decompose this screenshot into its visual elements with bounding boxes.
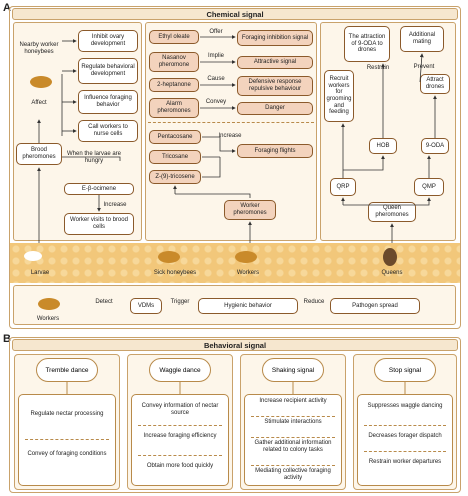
heptanone-box: 2-heptanone (149, 78, 199, 92)
increase-label-left: Increase (103, 202, 127, 208)
hob-box: HOB (369, 138, 397, 154)
waggle-item-2: Increase foraging efficiency (143, 433, 217, 439)
qrp-box: QRP (330, 178, 356, 196)
tricosane-box: Tricosane (149, 150, 201, 164)
queens-label: Queens (381, 270, 403, 276)
prevent-label: Prevent (413, 64, 435, 70)
panel-a-title: Chemical signal (12, 8, 458, 20)
convey-label: Convey (205, 99, 227, 105)
tremble-item-1: Regulate nectar processing (30, 411, 104, 417)
stop-item-1: Suppresses waggle dancing (367, 403, 443, 409)
stop-item-3: Restrain worker departures (368, 459, 442, 465)
panel-a-letter: A (3, 2, 11, 14)
affect-label: Affect (31, 100, 47, 106)
attract-drones-box: Attract drones (420, 74, 450, 94)
stop-signal-head: Stop signal (374, 358, 436, 382)
restrain-label: Restrain (366, 65, 390, 71)
pathogen-box: Pathogen spread (330, 298, 420, 314)
waggle-body: Convey information of nectar source Incr… (131, 394, 229, 486)
waggle-item-3: Obtain more food quickly (146, 463, 214, 469)
offer-label: Offer (209, 29, 223, 35)
effect-box-1: Inhibit ovary development (78, 30, 138, 52)
shaking-item-2: Stimulate interactions (264, 419, 322, 425)
shaking-divider-2 (251, 437, 335, 438)
attraction-9oda-box: The attraction of 9-ODA to drones (344, 26, 390, 62)
shaking-item-3: Gather additional information related to… (254, 440, 332, 453)
implie-label: Implie (207, 53, 224, 59)
pentacosane-box: Pentacosane (149, 130, 201, 144)
foraging-flights-box: Foraging flights (237, 144, 313, 158)
9oda-box: 9-ODA (421, 138, 449, 154)
panel-b-frame (9, 337, 461, 493)
trigger-label: Trigger (170, 299, 190, 305)
worker-bee-icon (235, 251, 257, 263)
e-ocimene-box: E-β-ocimene (64, 183, 134, 195)
queen-icon (383, 248, 397, 266)
increase-label-mid: Increase (218, 133, 242, 139)
waggle-divider-2 (138, 455, 222, 456)
queen-pheromones-box: Queen pheromones (368, 202, 416, 222)
alarm-pheromones-box: Alarm pheromones (149, 98, 199, 118)
reduce-label: Reduce (303, 299, 325, 305)
foraging-inhibition-box: Foraging inhibition signal (237, 30, 313, 46)
worker-pheromones-box: Worker pheromones (224, 200, 276, 220)
worker-visits-box: Worker visits to brood cells (64, 213, 134, 235)
waggle-item-1: Convey information of nectar source (141, 403, 219, 416)
detect-label: Detect (95, 299, 113, 305)
shaking-body: Increase recipient activity Stimulate in… (244, 394, 342, 486)
shaking-divider-3 (251, 465, 335, 466)
stop-body: Suppresses waggle dancing Decreases fora… (357, 394, 453, 486)
tremble-body: Regulate nectar processing Convey of for… (18, 394, 116, 486)
sick-bee-icon (158, 251, 180, 263)
effect-box-4: Call workers to nurse cells (78, 120, 138, 142)
tremble-dance-head: Tremble dance (36, 358, 98, 382)
workers-label-bottom: Workers (36, 316, 60, 322)
stop-divider-2 (364, 451, 446, 452)
attractive-signal-box: Attractive signal (237, 56, 313, 69)
panel-b-letter: B (3, 333, 11, 345)
tremble-item-2: Convey of foraging conditions (27, 451, 107, 457)
qmp-box: QMP (414, 178, 444, 196)
brood-pheromones-box: Brood pheromones (16, 143, 62, 165)
sick-honeybees-label: Sick honeybees (153, 270, 197, 276)
when-hungry-label: When the larvae are hungry (66, 151, 122, 164)
bee-icon (30, 76, 52, 88)
shaking-item-4: Mediating collective foraging activity (255, 468, 331, 481)
larvae-label: Larvae (30, 270, 50, 276)
ethyl-oleate-box: Ethyl oleate (149, 30, 199, 44)
stop-item-2: Decreases forager dispatch (368, 433, 442, 439)
vdms-box: VDMs (130, 298, 162, 314)
waggle-dance-head: Waggle dance (149, 358, 211, 382)
shaking-item-1: Increase recipient activity (259, 398, 327, 404)
hygienic-box: Hygienic behavior (198, 298, 298, 314)
additional-mating-box: Additional mating (400, 26, 444, 52)
shaking-divider-1 (251, 416, 335, 417)
effect-box-3: Influence foraging behavior (78, 90, 138, 114)
workers-label-comb: Workers (236, 270, 260, 276)
panel-b-title: Behavioral signal (12, 339, 458, 351)
waggle-divider-1 (138, 425, 222, 426)
tricosene-box: Z-(9)-tricosene (149, 170, 201, 184)
nearby-workers-label: Nearby worker honeybees (19, 42, 59, 55)
nasanov-box: Nasanov pheromone (149, 52, 199, 72)
recruit-workers-box: Recruit workers for grooming and feeding (324, 70, 354, 122)
defensive-response-box: Defensive response repulsive behaviour (237, 76, 313, 96)
shaking-signal-head: Shaking signal (262, 358, 324, 382)
danger-box: Danger (237, 102, 313, 115)
stop-divider-1 (364, 425, 446, 426)
tremble-divider (25, 439, 109, 440)
effect-box-2: Regulate behavioral development (78, 58, 138, 84)
cause-label: Cause (207, 76, 225, 82)
panel-a-frame (9, 6, 461, 329)
middle-divider (148, 122, 314, 123)
workers-bee-icon-bottom (38, 298, 60, 310)
larvae-icon (24, 251, 42, 261)
